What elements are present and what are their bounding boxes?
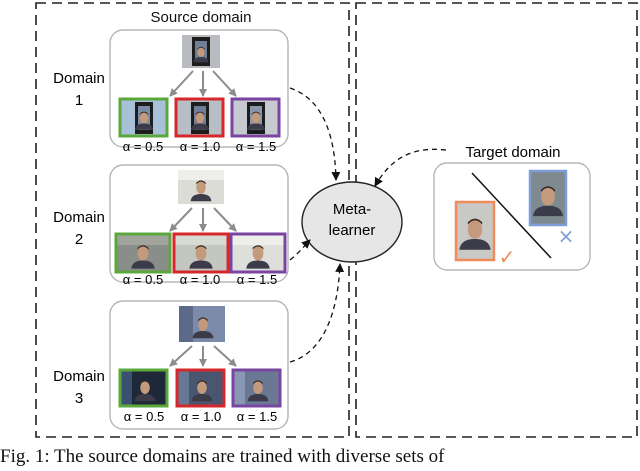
domain-1-box <box>109 29 289 148</box>
domain-1-alpha-1.0-label: α = 1.0 <box>180 139 220 154</box>
domain-3-arrow-left <box>169 345 193 367</box>
meta-learner-node <box>301 181 403 263</box>
domain-2-alpha-1.0-label: α = 1.0 <box>180 272 220 287</box>
target-domain-box <box>433 162 591 271</box>
domain-1-arrow-left <box>169 70 194 97</box>
target-domain-title: Target domain <box>465 144 560 161</box>
domain-3-source-image <box>179 306 225 342</box>
domain-1-source-image <box>182 35 220 68</box>
domain-3-thumb-alpha-1.5 <box>231 368 282 408</box>
domain-1-arrow-right <box>212 70 237 97</box>
meta-learner-label: Meta-learner <box>329 201 376 239</box>
domain-3-alpha-1.5-label: α = 1.5 <box>237 409 277 424</box>
domain-3-thumb-alpha-0.5 <box>118 368 169 408</box>
check-mark-icon: ✓ <box>499 245 516 269</box>
domain-1-thumb-alpha-0.5 <box>118 97 169 138</box>
domain-2-arrow-right <box>213 207 237 232</box>
domain-2-thumb-alpha-0.5 <box>114 232 172 274</box>
target-accepted-face <box>454 200 496 262</box>
domain-3-arrow-right <box>213 345 237 367</box>
domain-2-box <box>109 164 289 283</box>
arrow-domain-1-to-meta-learner <box>289 87 341 181</box>
domain-1-alpha-0.5-label: α = 0.5 <box>123 139 163 154</box>
target-rejected-face <box>528 169 568 227</box>
domain-2-source-image <box>178 170 224 204</box>
domain-1-thumb-alpha-1.0 <box>174 97 225 138</box>
domain-2-arrow-left <box>169 207 193 232</box>
domain-3-alpha-1.0-label: α = 1.0 <box>181 409 221 424</box>
domain-2-alpha-0.5-label: α = 0.5 <box>123 272 163 287</box>
domain-3-box <box>109 300 289 430</box>
domain-3-thumb-alpha-1.0 <box>175 368 226 408</box>
domain-1-thumb-alpha-1.5 <box>230 97 281 138</box>
domain-2-thumb-alpha-1.0 <box>172 232 230 274</box>
target-domain-frame <box>355 2 638 438</box>
cross-mark-icon: × <box>558 224 575 248</box>
domain-3-alpha-0.5-label: α = 0.5 <box>124 409 164 424</box>
domain-2-thumb-alpha-1.5 <box>229 232 287 274</box>
figure-caption: Fig. 1: The source domains are trained w… <box>0 446 445 467</box>
domain-2-alpha-1.5-label: α = 1.5 <box>237 272 277 287</box>
domain-1-alpha-1.5-label: α = 1.5 <box>236 139 276 154</box>
arrow-domain-3-to-meta-learner <box>289 263 345 363</box>
decision-boundary <box>471 172 552 259</box>
arrow-target-to-meta-learner <box>374 148 447 187</box>
source-domain-title: Source domain <box>151 9 252 26</box>
arrow-domain-2-to-meta-learner <box>289 239 311 261</box>
